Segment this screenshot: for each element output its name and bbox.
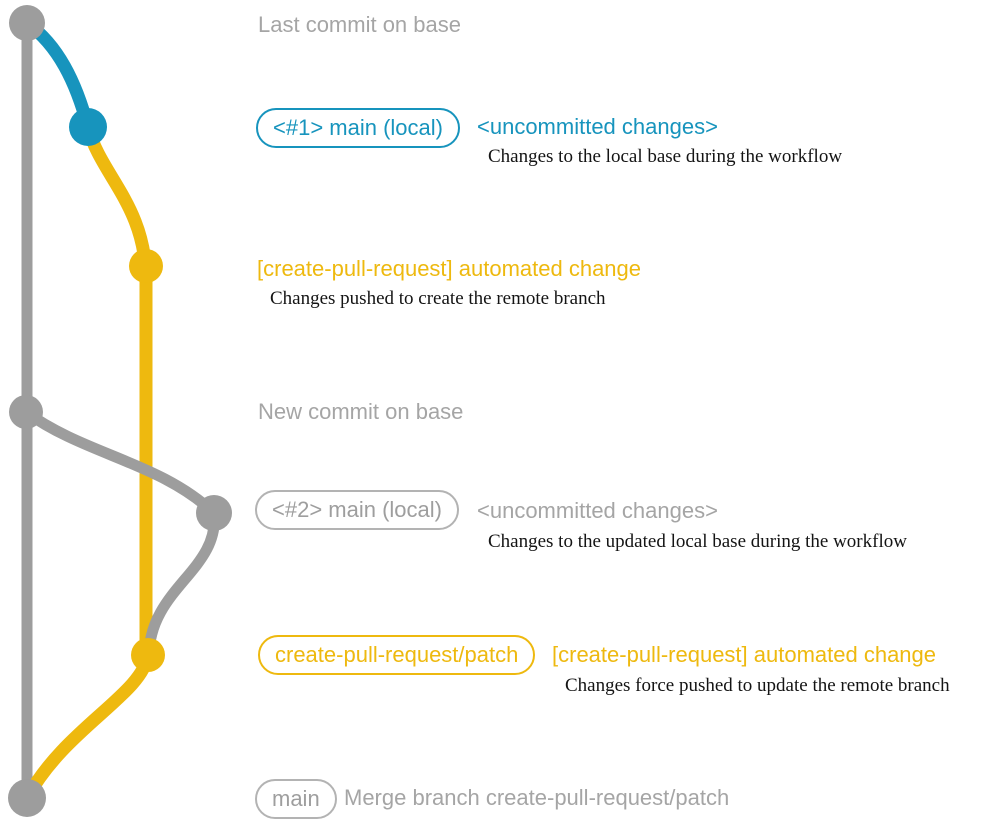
- branch-tag-main-local-2-label: <#2> main (local): [272, 497, 442, 522]
- patch-branch-line: [81, 120, 153, 662]
- last-commit-heading: Last commit on base: [258, 12, 461, 37]
- merge-commit-message: Merge branch create-pull-request/patch: [344, 785, 730, 810]
- commit-node-merge: [8, 779, 46, 817]
- new-base-branch-curve: [20, 406, 220, 519]
- branch-tag-main-local-2: <#2> main (local): [255, 490, 459, 530]
- automated-change-1-message: [create-pull-request] automated change: [257, 256, 642, 281]
- commit-node-patch-2: [131, 638, 165, 672]
- commit-node-local-main-1: [69, 108, 107, 146]
- branch-tag-patch: create-pull-request/patch: [258, 635, 536, 675]
- automated-change-2-description: Changes force pushed to update the remot…: [565, 675, 950, 696]
- branch-tag-main-local-1: <#1> main (local): [256, 108, 460, 148]
- rebase-to-patch-curve: [143, 507, 220, 661]
- commit-node-new-base: [9, 395, 43, 429]
- commit-node-patch-1: [129, 249, 163, 283]
- patch-merge-curve: [20, 648, 155, 805]
- branch-tag-main: main: [255, 779, 337, 819]
- new-commit-heading: New commit on base: [258, 399, 464, 424]
- branch-tag-patch-label: create-pull-request/patch: [275, 642, 519, 667]
- uncommitted-changes-1-label: <uncommitted changes>: [477, 114, 718, 139]
- uncommitted-changes-2-label: <uncommitted changes>: [477, 498, 718, 523]
- commit-node-local-main-2: [196, 495, 232, 531]
- branch-tag-main-local-1-label: <#1> main (local): [273, 115, 443, 140]
- branch-tag-main-label: main: [272, 786, 320, 811]
- uncommitted-changes-1-description: Changes to the local base during the wor…: [488, 146, 843, 167]
- automated-change-1-description: Changes pushed to create the remote bran…: [270, 288, 606, 309]
- commit-node-last-base: [9, 5, 45, 41]
- automated-change-2-message: [create-pull-request] automated change: [552, 642, 937, 667]
- uncommitted-changes-2-description: Changes to the updated local base during…: [488, 531, 907, 552]
